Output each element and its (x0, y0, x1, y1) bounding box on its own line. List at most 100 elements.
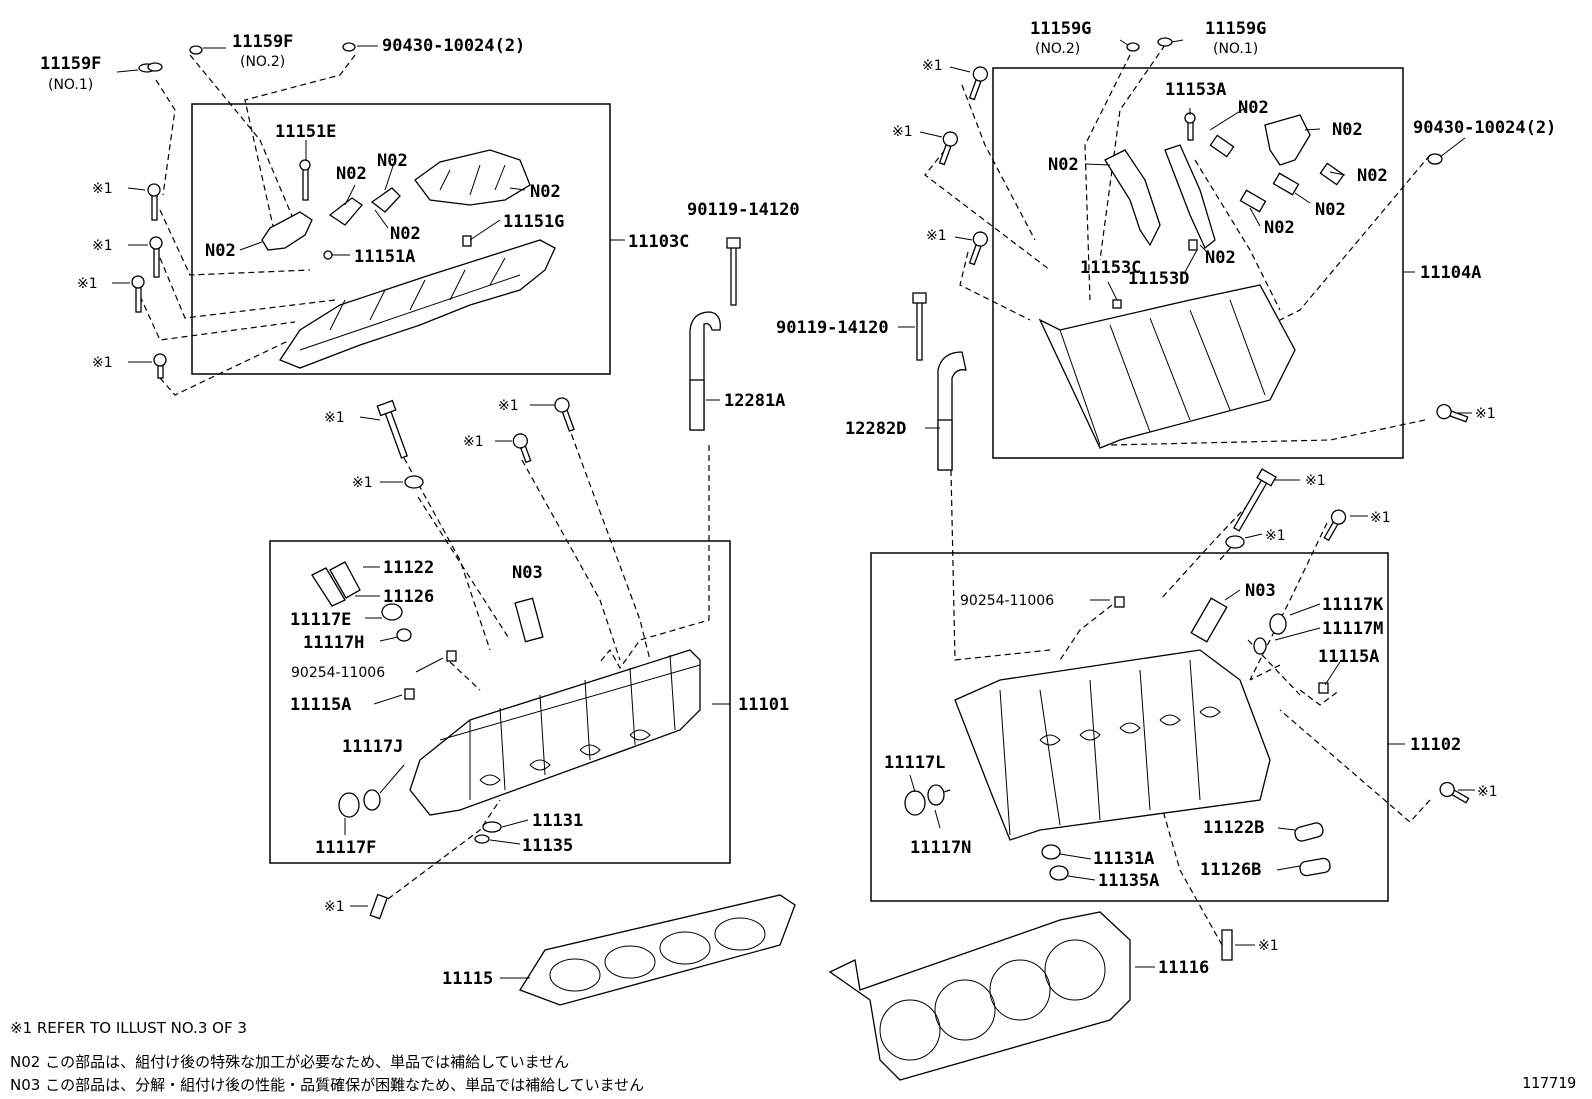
hanger-12282D (937, 351, 967, 471)
label-90430-right: 90430-10024(2) (1413, 118, 1556, 138)
label-11122B: 11122B (1203, 818, 1264, 838)
label-12282D: 12282D (845, 419, 906, 439)
label-ref1: ※1 (352, 475, 373, 491)
label-ref1: ※1 (892, 124, 913, 140)
note-refer: ※1 REFER TO ILLUST NO.3 OF 3 (10, 1019, 247, 1037)
leader-lines (112, 39, 1475, 979)
label-ref1: ※1 (463, 434, 484, 450)
label-ref1: ※1 (92, 181, 113, 197)
label-ref1: ※1 (77, 276, 98, 292)
callout-labels: 11159F (NO.1) 11159F (NO.2) 90430-10024(… (40, 19, 1556, 989)
cylinder-head-left (311, 561, 701, 844)
label-11115A-right: 11115A (1318, 647, 1379, 667)
label-ref1: ※1 (922, 58, 943, 74)
label-11117J: 11117J (342, 737, 403, 757)
bolts-left (131, 42, 356, 379)
box-11103C (191, 103, 611, 375)
label-11117H: 11117H (303, 633, 364, 653)
label-11101: 11101 (738, 695, 789, 715)
label-11117E: 11117E (290, 610, 351, 630)
label-11135: 11135 (522, 836, 573, 856)
note-n02: N02 この部品は、組付け後の特殊な加工が必要なため、単品では補給していません (10, 1053, 570, 1071)
label-11153C: 11153C (1080, 258, 1141, 278)
cylinder-head-right (904, 596, 1331, 881)
illustration-number: 117719 (1522, 1074, 1577, 1092)
box-11104A (992, 67, 1404, 459)
label-n02: N02 (1205, 248, 1236, 268)
label-n02: N02 (530, 182, 561, 202)
label-11159G-no2: 11159G (1030, 19, 1091, 39)
label-n02: N02 (1238, 98, 1269, 118)
label-11117M: 11117M (1322, 619, 1383, 639)
box-11102 (870, 552, 1389, 902)
label-n03-left: N03 (512, 563, 543, 583)
label-11115A-left: 11115A (290, 695, 351, 715)
label-11104A: 11104A (1420, 263, 1481, 283)
label-11122: 11122 (383, 558, 434, 578)
label-11126: 11126 (383, 587, 434, 607)
label-n02: N02 (377, 151, 408, 171)
label-90254-right: 90254-11006 (960, 593, 1054, 609)
label-11151G: 11151G (503, 212, 564, 232)
label-n02: N02 (1357, 166, 1388, 186)
label-n02: N02 (205, 241, 236, 261)
label-11117K: 11117K (1322, 595, 1384, 615)
label-12281A: 12281A (724, 391, 785, 411)
label-ref1: ※1 (92, 238, 113, 254)
label-ref1: ※1 (1258, 938, 1279, 954)
label-11126B: 11126B (1200, 860, 1261, 880)
label-ref1: ※1 (1305, 473, 1326, 489)
label-n02: N02 (390, 224, 421, 244)
label-no2: (NO.2) (240, 54, 285, 70)
label-ref1: ※1 (324, 899, 345, 915)
label-n03-right: N03 (1245, 581, 1276, 601)
label-ref1: ※1 (1477, 784, 1498, 800)
hanger-12281A (689, 311, 721, 431)
label-ref1: ※1 (1370, 510, 1391, 526)
label-n02: N02 (1264, 218, 1295, 238)
label-11159F-no1: 11159F (40, 54, 101, 74)
label-90119-left: 90119-14120 (687, 200, 800, 220)
label-ref1: ※1 (926, 228, 947, 244)
label-n02: N02 (336, 164, 367, 184)
label-11115: 11115 (442, 969, 493, 989)
label-11151E: 11151E (275, 122, 336, 142)
label-11153A: 11153A (1165, 80, 1226, 100)
label-11116: 11116 (1158, 958, 1209, 978)
label-90254-left: 90254-11006 (291, 665, 385, 681)
label-11159F-no2: 11159F (232, 32, 293, 52)
label-11131: 11131 (532, 811, 583, 831)
head-bolts-right (1221, 468, 1470, 961)
label-11153D: 11153D (1128, 269, 1189, 289)
label-11131A: 11131A (1093, 849, 1154, 869)
label-ref1: ※1 (1475, 406, 1496, 422)
dashed-connectors (139, 44, 1431, 946)
gasket-11116 (828, 911, 1131, 1081)
label-11103C: 11103C (628, 232, 689, 252)
label-11102: 11102 (1410, 735, 1461, 755)
label-11117L: 11117L (884, 753, 945, 773)
head-bolts-left (369, 397, 575, 920)
label-ref1: ※1 (324, 410, 345, 426)
cam-housing-left (261, 149, 556, 369)
label-ref1: ※1 (1265, 528, 1286, 544)
box-11101 (269, 540, 731, 864)
label-11117N: 11117N (910, 838, 971, 858)
label-90430-left: 90430-10024(2) (382, 36, 525, 56)
label-no1-right: (NO.1) (1213, 41, 1258, 57)
bolts-right (912, 37, 1469, 423)
cam-housing-right (1038, 112, 1345, 449)
bolt-90119-left (726, 237, 741, 306)
label-11159G-no1: 11159G (1205, 19, 1266, 39)
label-n02: N02 (1048, 155, 1079, 175)
label-n02: N02 (1315, 200, 1346, 220)
label-ref1: ※1 (92, 355, 113, 371)
label-90119-right: 90119-14120 (776, 318, 889, 338)
note-n03: N03 この部品は、分解・組付け後の性能・品質確保が困難なため、単品では補給して… (10, 1076, 645, 1094)
label-n02: N02 (1332, 120, 1363, 140)
label-11151A: 11151A (354, 247, 415, 267)
label-no2-right: (NO.2) (1035, 41, 1080, 57)
gasket-11115 (519, 894, 796, 1006)
label-11117F: 11117F (315, 838, 376, 858)
